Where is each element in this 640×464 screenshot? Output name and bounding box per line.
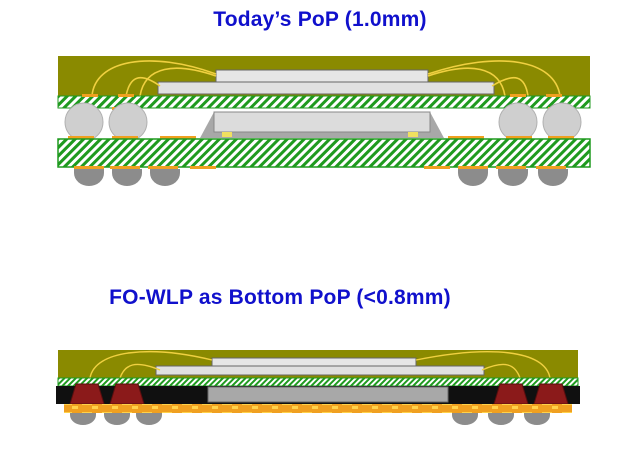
todays-pop-diagram	[57, 56, 591, 186]
fowlp-top-die-lower	[155, 365, 485, 376]
pop-interconnect-balls	[64, 102, 582, 142]
bottom-logic-die	[213, 111, 431, 133]
fowlp-wire-bonds	[89, 351, 551, 379]
diagram-title-todays-pop: Today’s PoP (1.0mm)	[213, 8, 427, 31]
flip-chip-bumps	[222, 132, 418, 137]
bottom-substrate-pads-bottom	[74, 166, 566, 169]
fowlp-top-die-upper	[211, 357, 417, 367]
top-die-lower	[157, 81, 495, 95]
top-die-upper	[215, 69, 429, 83]
fowlp-bga-balls	[70, 413, 550, 425]
fowlp-redistribution-layer	[64, 404, 572, 413]
fowlp-embedded-die	[207, 386, 449, 403]
fowlp-pop-diagram	[56, 350, 580, 425]
through-mold-vias	[69, 383, 569, 405]
bga-solder-balls	[74, 169, 568, 186]
top-package-substrate	[57, 95, 591, 109]
bottom-package-substrate	[57, 138, 591, 168]
diagram-title-fowlp-pop: FO-WLP as Bottom PoP (<0.8mm)	[109, 286, 451, 309]
bottom-substrate-pads-top	[68, 136, 574, 139]
wire-bonds	[91, 60, 561, 97]
